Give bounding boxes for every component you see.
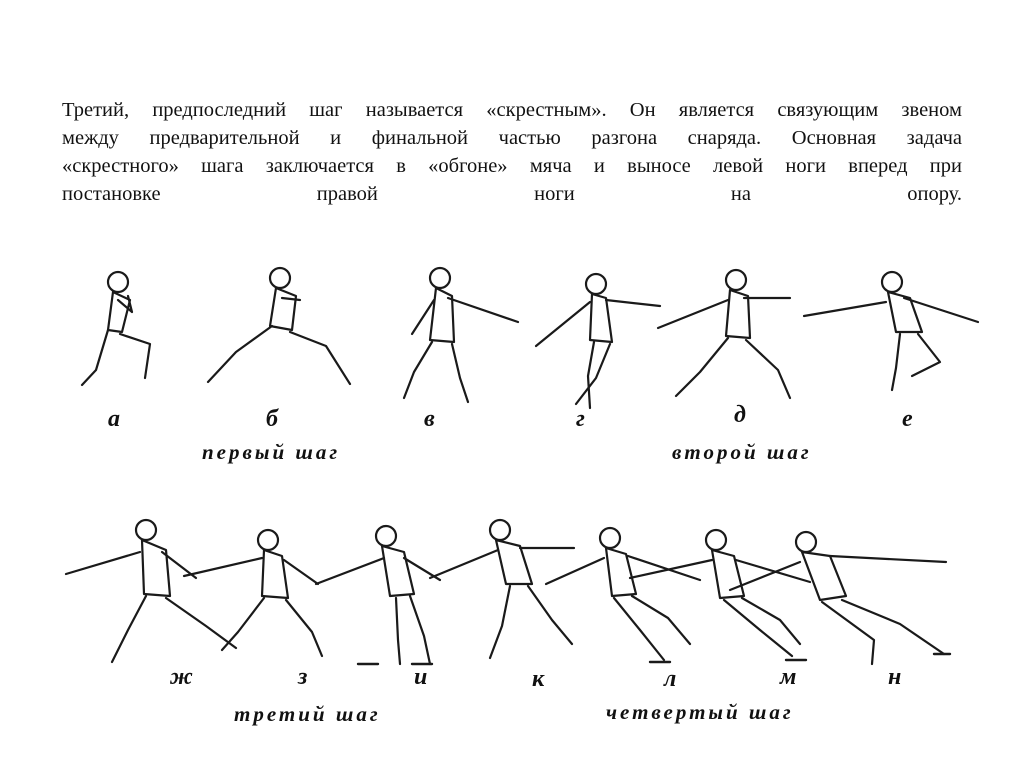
caption-second-step: второй шаг	[672, 440, 812, 464]
figure-v	[402, 266, 520, 404]
figure-l	[544, 526, 702, 662]
caption-fourth-step: четвертый шаг	[606, 700, 794, 724]
figure-b	[206, 266, 352, 386]
label-k: к	[532, 666, 545, 692]
label-e: е	[902, 406, 913, 432]
paragraph-line-3: «скрестного» шага заключается в «обгоне»…	[62, 155, 962, 177]
label-z: з	[298, 664, 308, 690]
figure-i	[314, 524, 442, 666]
label-b: б	[266, 406, 278, 432]
figure-g	[534, 272, 662, 410]
caption-third-step: третий шаг	[234, 702, 381, 726]
label-zh: ж	[170, 664, 193, 690]
label-n: н	[888, 664, 902, 690]
figure-z	[182, 528, 324, 658]
paragraph-line-4: постановке правой ноги на опору.	[62, 183, 962, 205]
paragraph-line-1: Третий, предпоследний шаг называется «ск…	[62, 99, 962, 121]
caption-first-step: первый шаг	[202, 440, 341, 464]
figure-m	[628, 528, 812, 658]
label-d: д	[734, 402, 746, 428]
label-i: и	[414, 664, 428, 690]
label-g: г	[576, 406, 585, 432]
body-paragraph: Третий, предпоследний шаг называется «ск…	[62, 96, 962, 208]
figure-a	[80, 270, 152, 387]
figure-zh	[64, 518, 238, 664]
label-v: в	[424, 406, 435, 432]
figure-k	[428, 518, 576, 660]
paragraph-line-2: между предварительной и финальной частью…	[62, 127, 962, 149]
label-l: л	[664, 666, 677, 692]
figure-e	[802, 270, 980, 392]
figure-d	[656, 268, 792, 400]
figure-n	[728, 530, 948, 666]
label-m: м	[780, 664, 797, 690]
label-a: а	[108, 406, 120, 432]
